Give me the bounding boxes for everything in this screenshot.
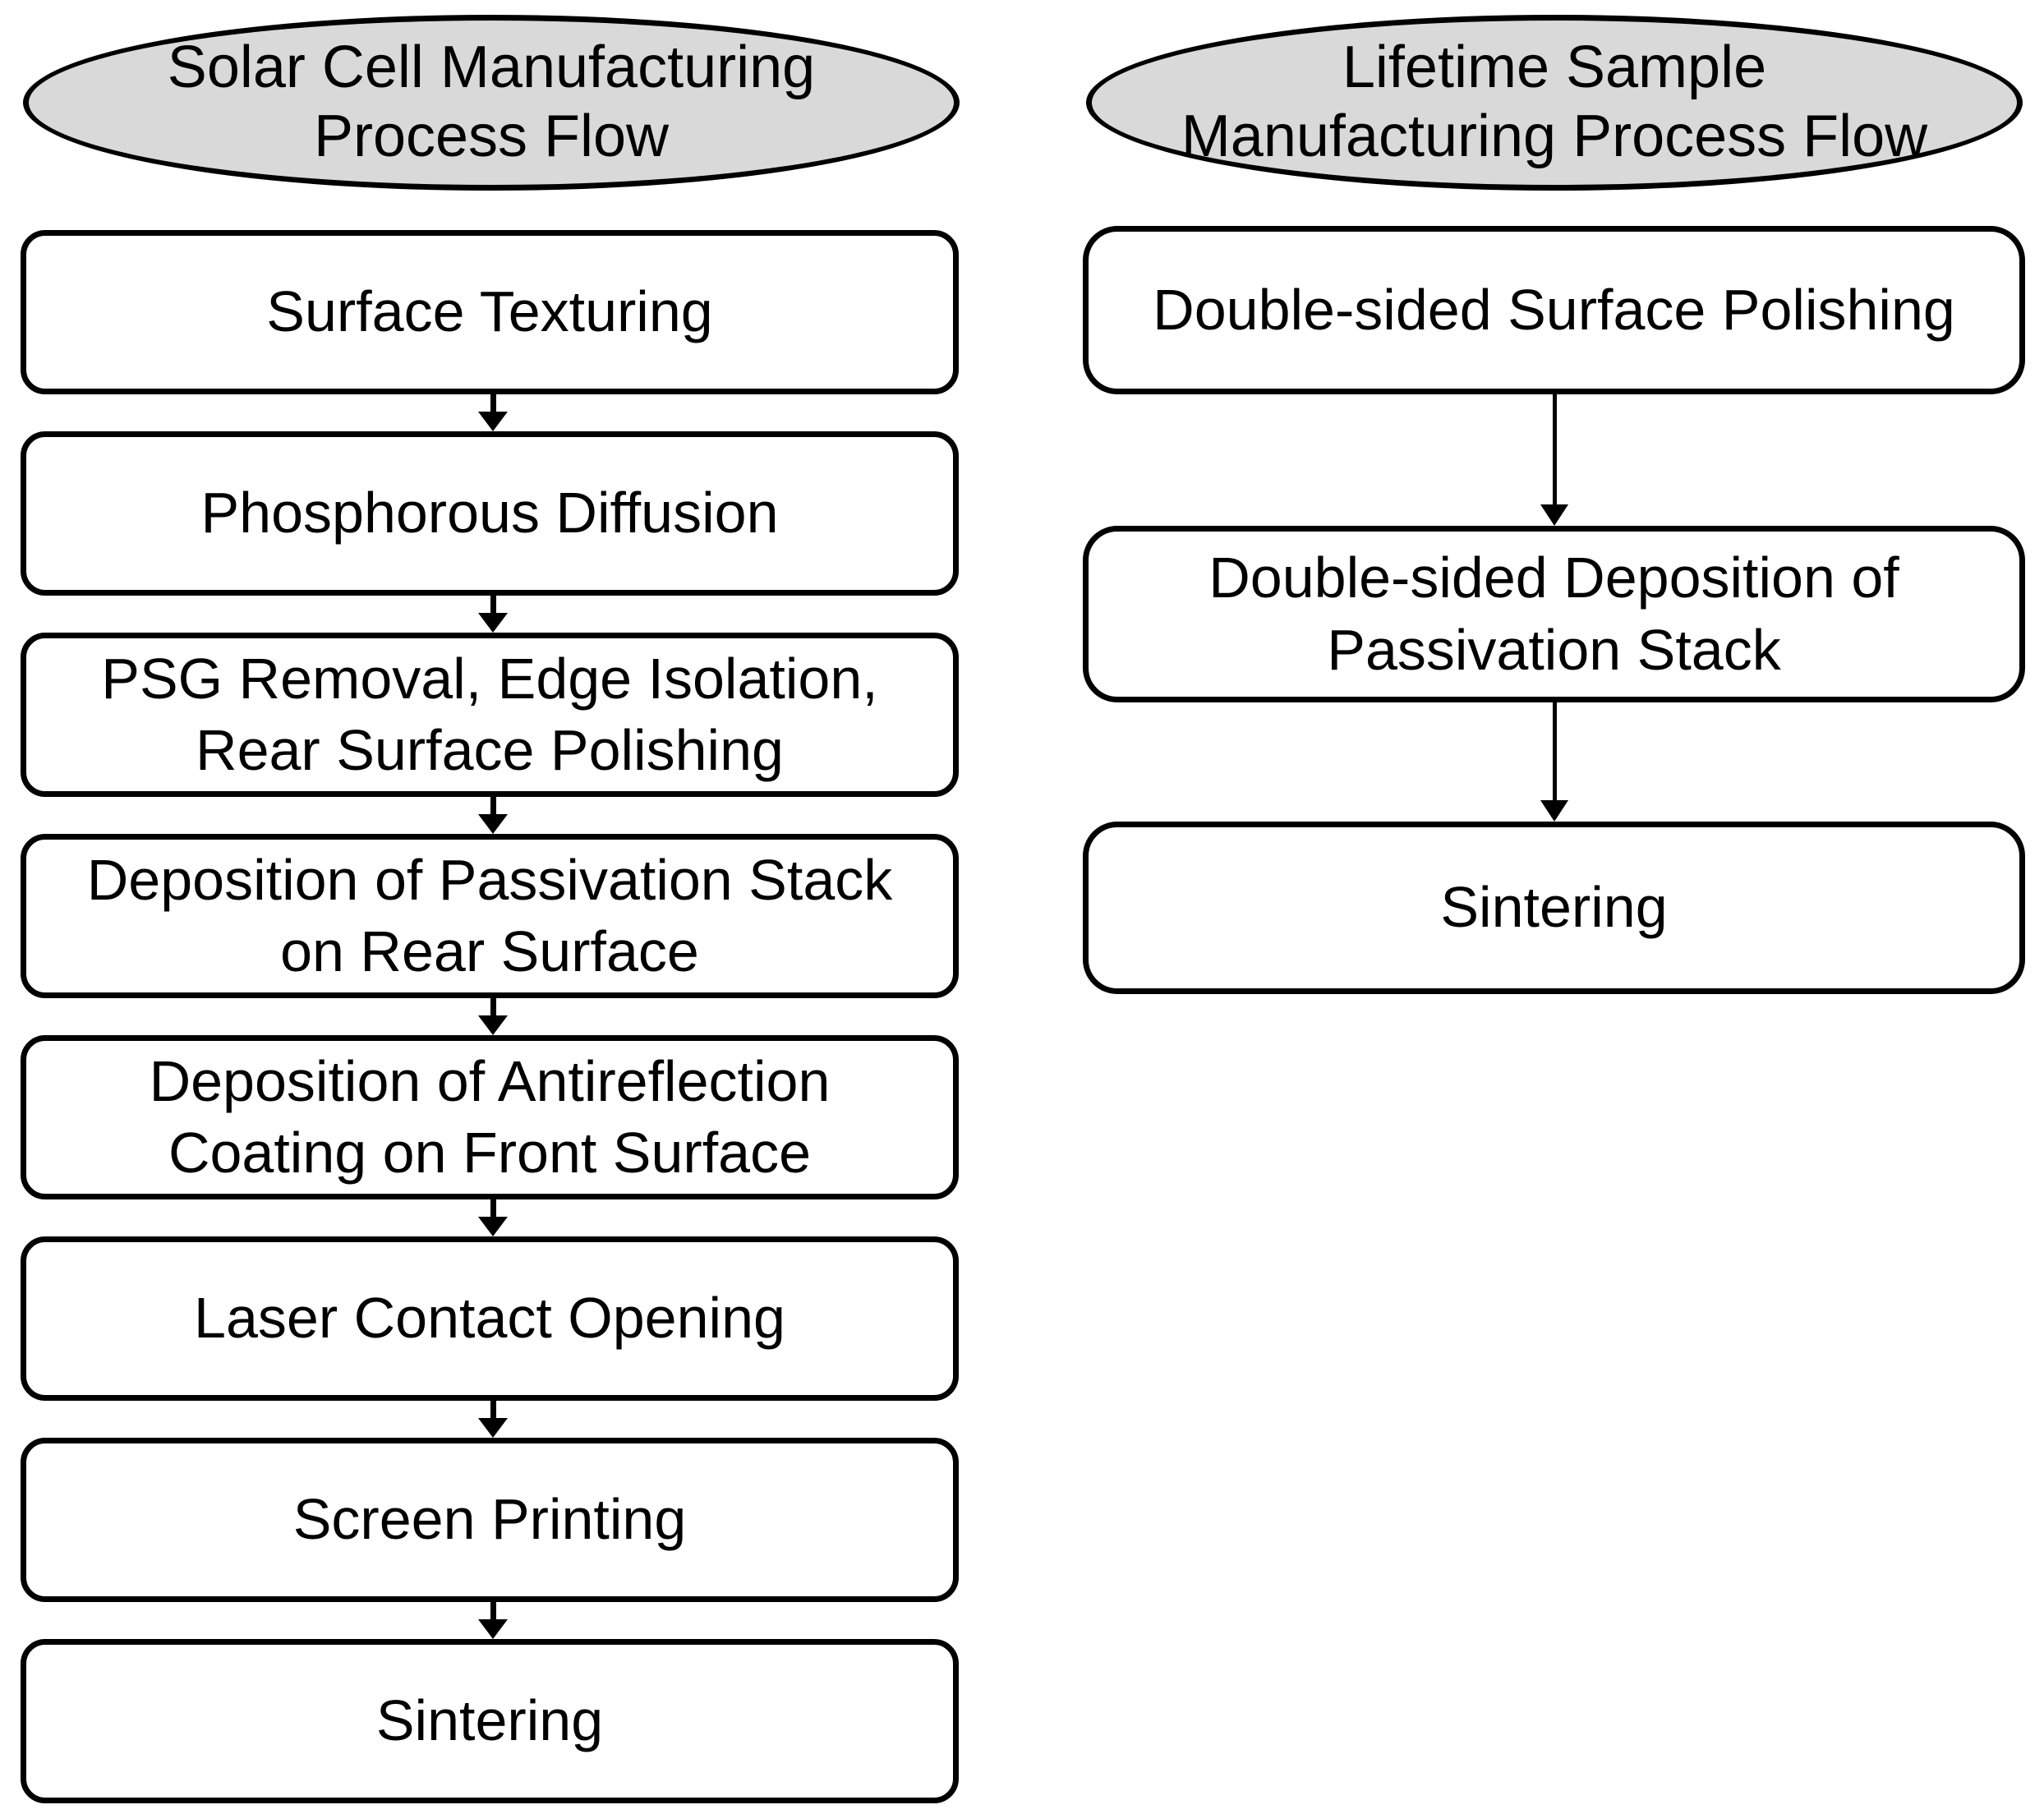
arrow-stem xyxy=(490,1600,496,1619)
step-sintering-left: Sintering xyxy=(21,1639,959,1803)
step-label: Phosphorous Diffusion xyxy=(200,481,779,546)
lifetime-flow-title: Lifetime Sample Manufacturing Process Fl… xyxy=(1181,35,1928,169)
arrow-stem xyxy=(490,594,496,613)
arrow-connector xyxy=(478,1600,508,1639)
arrow-connector xyxy=(1540,701,1568,822)
arrow-stem xyxy=(1552,701,1557,800)
terminator-lifetime-sample-flow: Lifetime Sample Manufacturing Process Fl… xyxy=(1086,15,2023,191)
step-double-sided-polishing: Double-sided Surface Polishing xyxy=(1083,226,2025,394)
step-label: Deposition of Antireflection Coating on … xyxy=(149,1048,831,1186)
arrowhead-down-icon xyxy=(478,1217,508,1236)
arrow-connector xyxy=(478,795,508,834)
step-label: Double-sided Deposition of Passivation S… xyxy=(1208,546,1899,682)
arrow-stem xyxy=(490,1198,496,1217)
step-psg-removal: PSG Removal, Edge Isolation, Rear Surfac… xyxy=(21,633,959,797)
arrowhead-down-icon xyxy=(478,1619,508,1639)
arrow-stem xyxy=(490,1399,496,1418)
arrow-stem xyxy=(490,393,496,412)
step-screen-printing: Screen Printing xyxy=(21,1438,959,1602)
arrowhead-down-icon xyxy=(1540,800,1568,822)
arrow-connector xyxy=(478,997,508,1035)
arrow-stem xyxy=(1552,392,1557,504)
step-label: Double-sided Surface Polishing xyxy=(1153,277,1955,342)
arrow-connector xyxy=(478,1399,508,1438)
step-double-sided-passivation: Double-sided Deposition of Passivation S… xyxy=(1083,526,2025,702)
step-phosphorous-diffusion: Phosphorous Diffusion xyxy=(21,431,959,596)
arrow-stem xyxy=(490,795,496,814)
arrowhead-down-icon xyxy=(478,1015,508,1035)
step-label: Surface Texturing xyxy=(266,279,713,344)
step-laser-contact-opening: Laser Contact Opening xyxy=(21,1236,959,1401)
step-label: Screen Printing xyxy=(292,1487,687,1552)
step-label: Sintering xyxy=(1440,875,1668,940)
step-label: Laser Contact Opening xyxy=(194,1286,785,1351)
arrow-connector xyxy=(478,393,508,431)
step-surface-texturing: Surface Texturing xyxy=(21,230,959,394)
arrowhead-down-icon xyxy=(478,613,508,633)
terminator-solar-cell-flow: Solar Cell Manufacturing Process Flow xyxy=(23,15,960,191)
arrowhead-down-icon xyxy=(478,1418,508,1438)
step-antireflection-front: Deposition of Antireflection Coating on … xyxy=(21,1035,959,1199)
arrow-connector xyxy=(1540,392,1568,526)
step-label: Sintering xyxy=(375,1688,604,1753)
step-sintering-right: Sintering xyxy=(1083,822,2025,994)
step-passivation-rear: Deposition of Passivation Stack on Rear … xyxy=(21,834,959,998)
arrowhead-down-icon xyxy=(478,814,508,834)
arrowhead-down-icon xyxy=(478,412,508,431)
solar-flow-title: Solar Cell Manufacturing Process Flow xyxy=(167,35,816,169)
step-label: Deposition of Passivation Stack on Rear … xyxy=(86,847,893,984)
arrow-connector xyxy=(478,594,508,633)
arrow-connector xyxy=(478,1198,508,1236)
arrow-stem xyxy=(490,997,496,1015)
step-label: PSG Removal, Edge Isolation, Rear Surfac… xyxy=(101,646,878,783)
arrowhead-down-icon xyxy=(1540,504,1568,526)
